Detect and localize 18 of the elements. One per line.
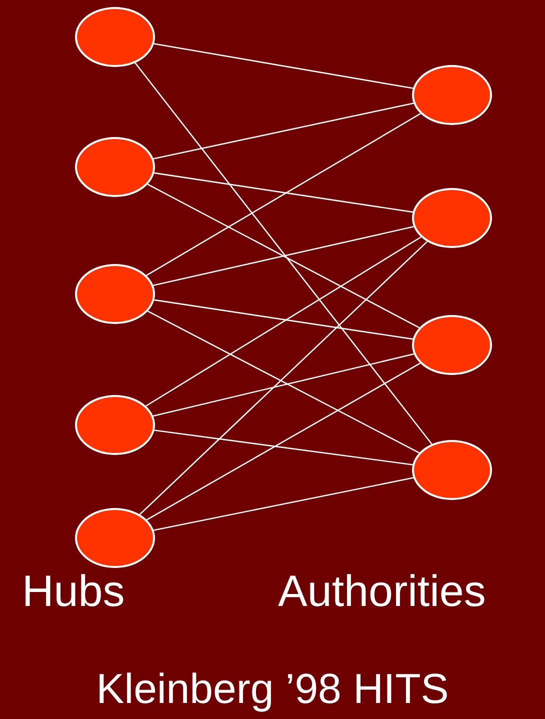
connector-line	[146, 362, 421, 520]
group-label: Authorities	[278, 570, 486, 614]
connector-line	[154, 477, 414, 531]
connector-line	[147, 184, 420, 328]
connector-line	[154, 172, 413, 213]
connector-line	[154, 430, 413, 466]
connector-line	[154, 299, 413, 340]
caption: Kleinberg ’98 HITS	[96, 668, 449, 710]
connector-line	[139, 241, 428, 515]
group-label: Hubs	[22, 570, 125, 614]
connector-line	[154, 43, 414, 89]
connector-line	[153, 226, 414, 286]
connector-line	[146, 113, 421, 276]
connector-line	[152, 353, 414, 417]
connector-line	[134, 62, 432, 444]
connector-line	[153, 102, 414, 160]
connector-line	[148, 310, 420, 454]
connector-line	[146, 236, 422, 407]
